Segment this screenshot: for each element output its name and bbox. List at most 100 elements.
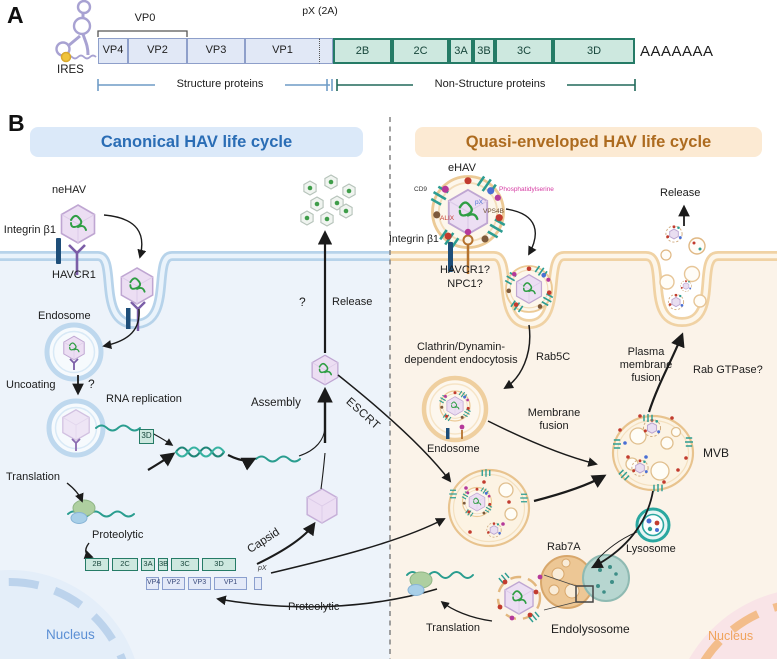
dsrna-replication-intermediate <box>174 446 226 458</box>
cleaved-structural-row: VP4 VP2 VP3 VP1 <box>146 577 262 590</box>
endolysosome-label: Endolysosome <box>551 622 630 636</box>
rab-gtpase-label: Rab GTPase? <box>693 364 763 376</box>
release-left-label: Release <box>332 296 373 308</box>
exocytosis-vesicles <box>659 224 707 311</box>
translation-left-label: Translation <box>6 471 61 483</box>
endosome-right-label: Endosome <box>427 443 480 455</box>
clathrin-line2: dependent endocytosis <box>404 354 518 366</box>
canonical-title: Canonical HAV life cycle <box>30 127 363 157</box>
mini-box-3d: 3D <box>202 558 236 571</box>
ribosome-left <box>70 499 96 524</box>
assembly-label: Assembly <box>251 397 301 409</box>
genome-bar: VP4 VP2 VP3 VP1 2B 2C 3A 3B 3C 3D <box>98 38 635 64</box>
endolysosome-organelle <box>540 554 630 611</box>
mini-box-vp3: VP3 <box>188 577 211 590</box>
genome-box-2c: 2C <box>392 38 449 64</box>
structure-proteins-label: Structure proteins <box>155 78 285 91</box>
panel-b-label: B <box>8 110 25 136</box>
rab5c-label: Rab5C <box>536 351 571 363</box>
polymerase-3d-box: 3D <box>139 429 154 444</box>
ires-structure-icon <box>55 0 97 63</box>
phosphatidylserine-label: Phosphatidylserine <box>499 186 554 193</box>
mvb-label: MVB <box>703 446 730 460</box>
px-ehav-label: pX <box>475 199 483 206</box>
quasi-title: Quasi-enveloped HAV life cycle <box>415 127 762 157</box>
genome-box-3c: 3C <box>495 38 553 64</box>
genome-box-3d: 3D <box>553 38 635 64</box>
mvb-vesicle <box>611 413 695 493</box>
panel-a-label: A <box>7 2 24 28</box>
mini-box-vp1: VP1 <box>214 577 247 590</box>
poly-a-tail: AAAAAAA <box>640 43 714 60</box>
genome-box-2b: 2B <box>333 38 392 64</box>
genome-box-vp1: VP1 <box>245 38 319 64</box>
proteolytic-left-label: Proteolytic <box>92 529 144 541</box>
mini-box-3a: 3A <box>141 558 155 571</box>
mini-box-vp4: VP4 <box>146 577 160 590</box>
plasma-membrane-left <box>0 251 390 330</box>
genome-box-3a: 3A <box>449 38 473 64</box>
release-right-label: Release <box>660 187 701 199</box>
npc1-label: NPC1? <box>447 278 483 290</box>
nucleus-right-label: Nucleus <box>708 629 754 643</box>
canonical-flow-arrows <box>66 214 493 622</box>
mini-box-2c: 2C <box>112 558 138 571</box>
vp0-bracket <box>97 30 188 37</box>
translation-right-label: Translation <box>426 622 481 634</box>
magnifier-box <box>575 585 594 603</box>
mini-box-3b: 3B <box>158 558 168 571</box>
quasi-flow-arrows <box>487 204 690 569</box>
uncoating-vesicle <box>46 398 106 458</box>
genome-box-3b: 3B <box>473 38 495 64</box>
lysosome-vesicle <box>635 507 671 543</box>
membrane-fusion-label: Membrane fusion <box>527 407 581 432</box>
nucleus-left-shape <box>0 570 135 659</box>
cap-dot <box>60 51 72 63</box>
genome-box-vp3: VP3 <box>187 38 245 64</box>
cleaved-nonstructural-row: 2B 2C 3A 3B 3C 3D <box>85 558 236 571</box>
budding-mvb-vesicle <box>447 468 531 548</box>
alix-label: ALIX <box>440 215 455 222</box>
endosome-left-vesicle <box>44 322 104 382</box>
uncoating-question: ? <box>88 377 95 391</box>
pathway-illustration <box>0 117 777 659</box>
rna-replication-label: RNA replication <box>106 393 182 405</box>
integrin-b1-left-label: Integrin β1 <box>3 224 56 236</box>
havcr1-label: HAVCR1 <box>52 269 96 281</box>
quasi-entry-receptors <box>448 228 474 274</box>
endosome-right-vesicle <box>421 375 489 443</box>
mini-box-vp2: VP2 <box>162 577 185 590</box>
panel-a-genome-map: A VP0 pX (2A) IRES VP4 VP2 VP3 VP1 2B 2C… <box>0 0 777 112</box>
ires-label: IRES <box>57 64 84 76</box>
genome-box-px-zone <box>319 38 333 64</box>
genome-box-vp4: VP4 <box>98 38 128 64</box>
vp0-label: VP0 <box>134 12 156 24</box>
uncoating-label: Uncoating <box>6 379 56 391</box>
cd9-label: CD9 <box>414 186 428 193</box>
mini-box-2b: 2B <box>85 558 109 571</box>
clathrin-line1: Clathrin/Dynamin- <box>416 341 506 353</box>
nonstructure-proteins-label: Non-Structure proteins <box>413 78 567 91</box>
degraded-ehav-particle <box>496 571 543 624</box>
mini-box-px <box>254 577 262 590</box>
mini-box-3c: 3C <box>171 558 199 571</box>
nucleus-right-shape <box>689 592 777 659</box>
released-nehav-cluster <box>300 174 356 227</box>
plasma-membrane-fusion-label: Plasma membrane fusion <box>619 346 673 384</box>
ehav-label: eHAV <box>448 162 476 174</box>
genome-box-vp2: VP2 <box>128 38 187 64</box>
nucleus-left-label: Nucleus <box>46 627 95 642</box>
px-2a-label: pX (2A) <box>302 5 338 17</box>
lysosome-label: Lysosome <box>626 543 676 555</box>
havcr1-right-label: HAVCR1? <box>440 264 490 276</box>
integrin-b1-right-label: Integrin β1 <box>389 233 439 245</box>
px-mini-label: pX <box>258 565 267 572</box>
nehav-virion <box>56 204 96 275</box>
vps4b-label: VPS4B <box>483 208 504 215</box>
ribosome-right <box>406 571 474 596</box>
release-question: ? <box>299 295 306 309</box>
panel-b-life-cycle: B Canonical HAV life cycle Quasi-envelop… <box>0 110 777 659</box>
endosome-left-label: Endosome <box>38 310 91 322</box>
rab7a-label: Rab7A <box>547 541 581 553</box>
